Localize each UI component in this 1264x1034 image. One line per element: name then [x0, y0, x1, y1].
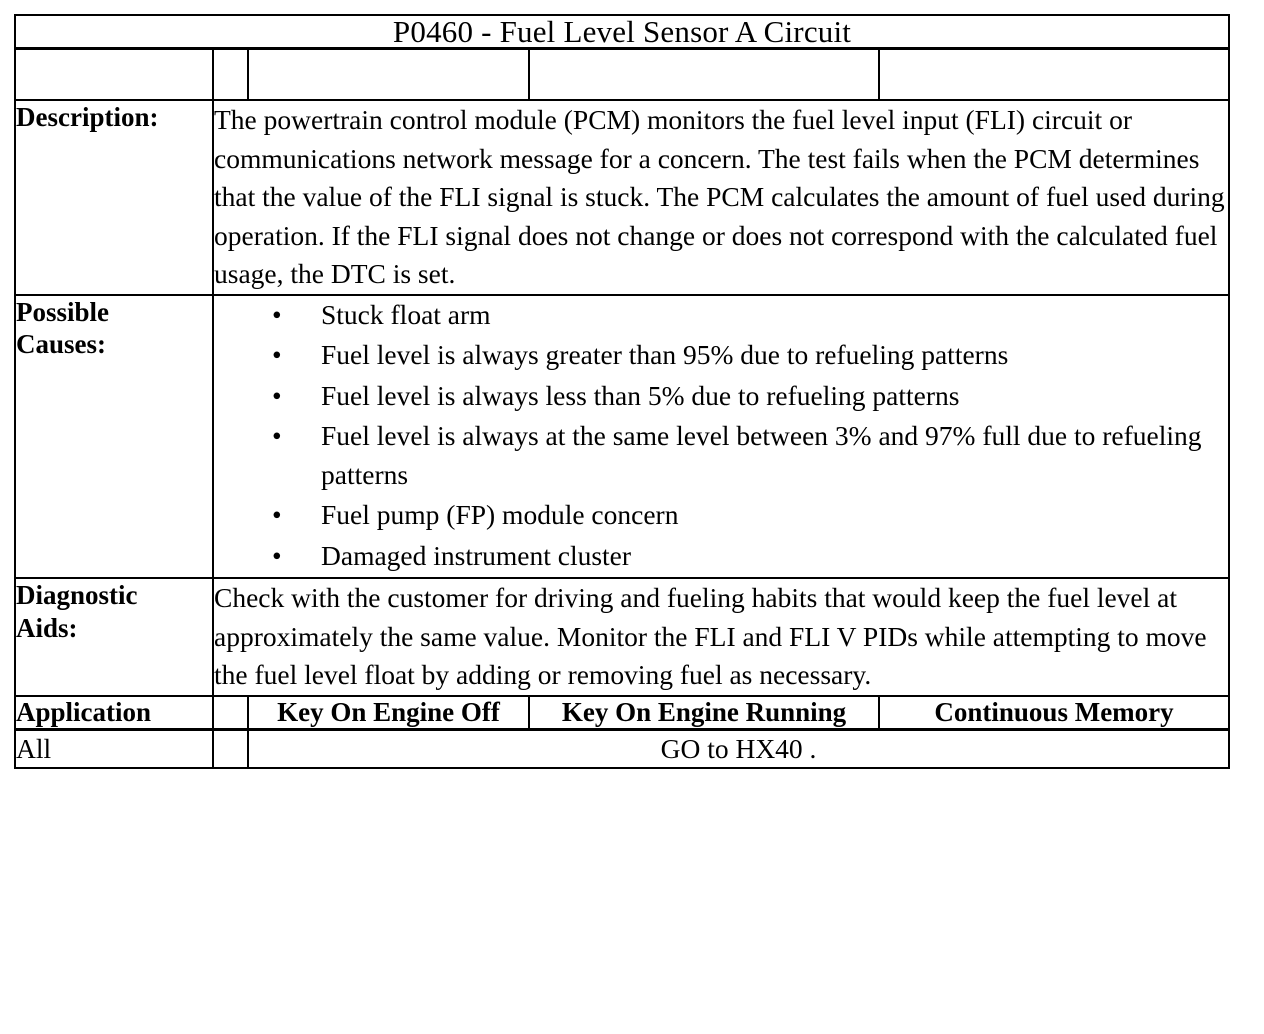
bullet-icon: • [272, 379, 282, 411]
table-row-spacer [14, 47, 1231, 101]
list-item-label: Fuel level is always greater than 95% du… [321, 339, 1009, 370]
table-row-description: Description: The powertrain control modu… [14, 99, 1231, 296]
bullet-icon: • [272, 420, 282, 451]
table-row-title: P0460 - Fuel Level Sensor A Circuit [13, 14, 1231, 50]
application-value: All [14, 728, 214, 770]
table-row-application-all: All GO to HX40 . [14, 728, 1231, 770]
spacer-cell-1 [14, 47, 214, 101]
list-item-label: Fuel level is always at the same level b… [321, 420, 1202, 490]
table-row-application-header: Application Key On Engine Off Key On Eng… [14, 694, 1231, 732]
application-header-spacer [212, 694, 249, 732]
list-item: • Fuel level is always greater than 95% … [214, 336, 1228, 375]
dtc-diagnostic-table: P0460 - Fuel Level Sensor A Circuit Desc… [13, 14, 1231, 770]
possible-causes-content: • Stuck float arm • Fuel level is always… [211, 293, 1231, 579]
possible-causes-label: Possible Causes: [14, 293, 214, 579]
key-on-engine-off-header: Key On Engine Off [247, 694, 530, 732]
list-item: • Damaged instrument cluster [214, 537, 1228, 576]
description-text: The powertrain control module (PCM) moni… [211, 99, 1231, 296]
diagnostic-aids-label: Diagnostic Aids: [14, 577, 214, 697]
diagnostic-aids-text: Check with the customer for driving and … [211, 577, 1231, 697]
spacer-cell-3 [247, 47, 530, 101]
bullet-icon: • [272, 499, 282, 530]
table-row-possible-causes: Possible Causes: • Stuck float arm • Fue… [14, 293, 1231, 579]
list-item-label: Damaged instrument cluster [321, 539, 632, 571]
spacer-cell-4 [528, 47, 880, 101]
possible-causes-list: • Stuck float arm • Fuel level is always… [214, 296, 1228, 576]
description-label: Description: [14, 99, 214, 296]
bullet-icon: • [272, 339, 282, 370]
application-row-spacer [212, 728, 249, 770]
application-column-header: Application [14, 694, 214, 732]
application-action-text: GO to HX40 . [246, 728, 1231, 770]
table-row-diagnostic-aids: Diagnostic Aids: Check with the customer… [14, 577, 1231, 697]
spacer-cell-5 [877, 47, 1231, 101]
list-item-label: Fuel pump (FP) module concern [321, 499, 679, 530]
spacer-cell-2 [212, 47, 249, 101]
bullet-icon: • [272, 298, 282, 330]
list-item: • Stuck float arm [214, 296, 1228, 335]
key-on-engine-running-header: Key On Engine Running [528, 694, 880, 732]
list-item: • Fuel pump (FP) module concern [214, 496, 1228, 535]
page-title: P0460 - Fuel Level Sensor A Circuit [13, 14, 1231, 50]
bullet-icon: • [272, 539, 282, 571]
list-item-label: Fuel level is always less than 5% due to… [321, 379, 960, 411]
list-item: • Fuel level is always less than 5% due … [214, 377, 1228, 416]
continuous-memory-header: Continuous Memory [877, 694, 1231, 732]
list-item: • Fuel level is always at the same level… [214, 417, 1228, 494]
list-item-label: Stuck float arm [321, 298, 491, 330]
